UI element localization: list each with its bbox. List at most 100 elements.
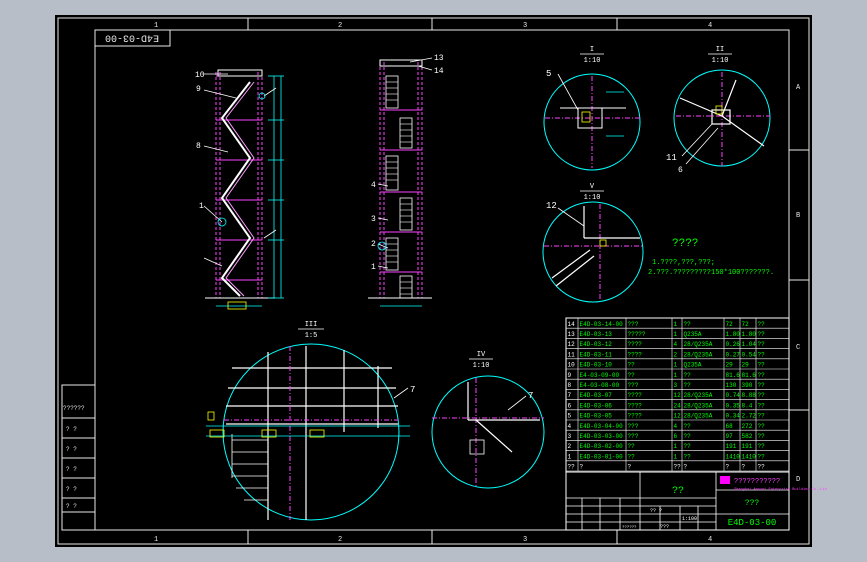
company-name-cn: ??????????? — [734, 478, 780, 486]
bom-cell: 1 — [674, 331, 678, 338]
bom-cell: E4D-03-04-00 — [580, 423, 624, 430]
left-revision-strip: ?????? ? ? ? ? ? ? ? ? ? ? — [61, 384, 96, 531]
bom-cell: 2 — [674, 351, 678, 358]
bom-cell: E4D-03-11 — [580, 351, 613, 358]
bom-cell: E4-03-09-00 — [580, 372, 620, 379]
grid-col-label: 2 — [338, 536, 342, 544]
bom-cell: E4D-03-10 — [580, 362, 613, 369]
detail-scale: 1:10 — [584, 194, 601, 202]
bom-cell: 13 — [568, 331, 576, 338]
company-logo — [720, 476, 730, 484]
rotated-code-box: E4D-03-00 — [94, 29, 171, 47]
grid-row-label: A — [796, 84, 801, 92]
bom-cell: 1 — [674, 453, 678, 460]
bom-cell: ?? — [758, 331, 766, 338]
bom-cell: 0.26 — [726, 341, 741, 348]
callout-10: 10 — [195, 71, 205, 80]
grid-col-label: 3 — [523, 536, 527, 544]
bom-cell: 130 — [726, 382, 737, 389]
bom-cell: 1 — [674, 372, 678, 379]
bom-cell: 4 — [568, 423, 572, 430]
bom-cell: ?? — [684, 321, 692, 328]
bom-cell: 28/Q235A — [684, 351, 713, 358]
bom-cell: 272 — [742, 423, 753, 430]
bom-cell: 24 — [674, 402, 682, 409]
callout-11: 11 — [666, 153, 677, 163]
strip-label: ? ? — [66, 426, 77, 433]
grid-col-label: 1 — [154, 22, 158, 30]
bom-cell: 1.04 — [742, 341, 757, 348]
bom-cell: ??? — [628, 321, 639, 328]
bom-cell: ???? — [628, 402, 643, 409]
bom-cell: ?? — [684, 453, 692, 460]
detail-roman: V — [590, 183, 595, 191]
bom-cell: 8.4 — [742, 402, 753, 409]
bom-cell: 1.80 — [726, 331, 741, 338]
detail-III: III 1:5 — [206, 321, 415, 521]
bom-cell: ??? — [628, 382, 639, 389]
bom-cell: E4D-03-05 — [580, 413, 613, 420]
bom-cell: E4D-03-01-00 — [580, 453, 624, 460]
bom-cell: 0.27 — [726, 351, 741, 358]
strip-label: ? ? — [66, 503, 77, 510]
bom-cell: 1410 — [726, 453, 741, 460]
notes-line-1: 1.????,???,???; — [652, 259, 715, 267]
title-block-extra: ??? — [660, 524, 669, 530]
bom-cell: ?? — [758, 443, 766, 450]
bom-cell: Q235A — [684, 331, 702, 338]
bom-header-cell: ? — [726, 464, 730, 471]
bom-cell: ?? — [758, 402, 766, 409]
detail-roman: IV — [477, 351, 486, 359]
bom-cell: ?? — [628, 453, 636, 460]
bom-cell: E4D-03-03-00 — [580, 433, 624, 440]
bom-cell: ?? — [758, 341, 766, 348]
grid-row-label: C — [796, 344, 800, 352]
bom-cell: 28/Q235A — [684, 413, 713, 420]
bom-cell: 6 — [568, 402, 572, 409]
strip-label: ?????? — [63, 405, 85, 412]
bom-cell: 4 — [674, 341, 678, 348]
bom-cell: E4D-03-02-00 — [580, 443, 624, 450]
strip-label: ? ? — [66, 446, 77, 453]
detail-roman: II — [716, 46, 724, 54]
bom-cell: 12 — [674, 413, 682, 420]
sheet-background — [55, 15, 812, 547]
callout-9: 9 — [196, 85, 201, 94]
callout-1-side: 1 — [371, 263, 376, 272]
grid-col-label: 1 — [154, 536, 158, 544]
bom-cell: ?? — [758, 392, 766, 399]
company-name-en: Shanghai Amount Enterprise Building Co.,… — [734, 487, 827, 492]
notes-line-2: 2.???.?????????150*100???????. — [648, 269, 774, 277]
bom-cell: 4 — [674, 423, 678, 430]
bom-cell: 72 — [742, 321, 750, 328]
detail-I: I 1:10 5 — [543, 46, 641, 171]
bom-cell: ???? — [628, 413, 643, 420]
grid-row-label: D — [796, 476, 800, 484]
bom-cell: ?? — [628, 372, 636, 379]
bom-cell: ???? — [628, 351, 643, 358]
technical-notes: ???? 1.????,???,???; 2.???.?????????150*… — [648, 238, 774, 277]
title-block-sheet: ?? ? — [650, 508, 662, 514]
bom-cell: 0.54 — [742, 351, 757, 358]
bom-header-cell: ? — [580, 464, 584, 471]
front-elevation-view: 10 9 8 1 — [195, 69, 284, 310]
grid-col-label: 2 — [338, 22, 342, 30]
bom-cell: ?? — [684, 382, 692, 389]
bom-cell: 1.80 — [742, 331, 757, 338]
bom-cell: ?? — [628, 362, 636, 369]
detail-scale: 1:10 — [584, 57, 601, 65]
bom-cell: E4-03-08-00 — [580, 382, 620, 389]
bom-header-cell: ?? — [674, 464, 682, 471]
bom-cell: 191 — [726, 443, 737, 450]
bom-cell: 68 — [726, 423, 734, 430]
title-block-name: ?? — [672, 486, 684, 497]
bom-header-cell: ?? — [568, 464, 576, 471]
bom-cell: ?? — [684, 433, 692, 440]
bom-cell: ?? — [684, 423, 692, 430]
side-elevation-view: 13 14 4 3 2 1 — [368, 54, 444, 307]
grid-col-label: 4 — [708, 22, 712, 30]
bom-header-cell: ? — [628, 464, 632, 471]
detail-scale: 1:10 — [473, 362, 490, 370]
